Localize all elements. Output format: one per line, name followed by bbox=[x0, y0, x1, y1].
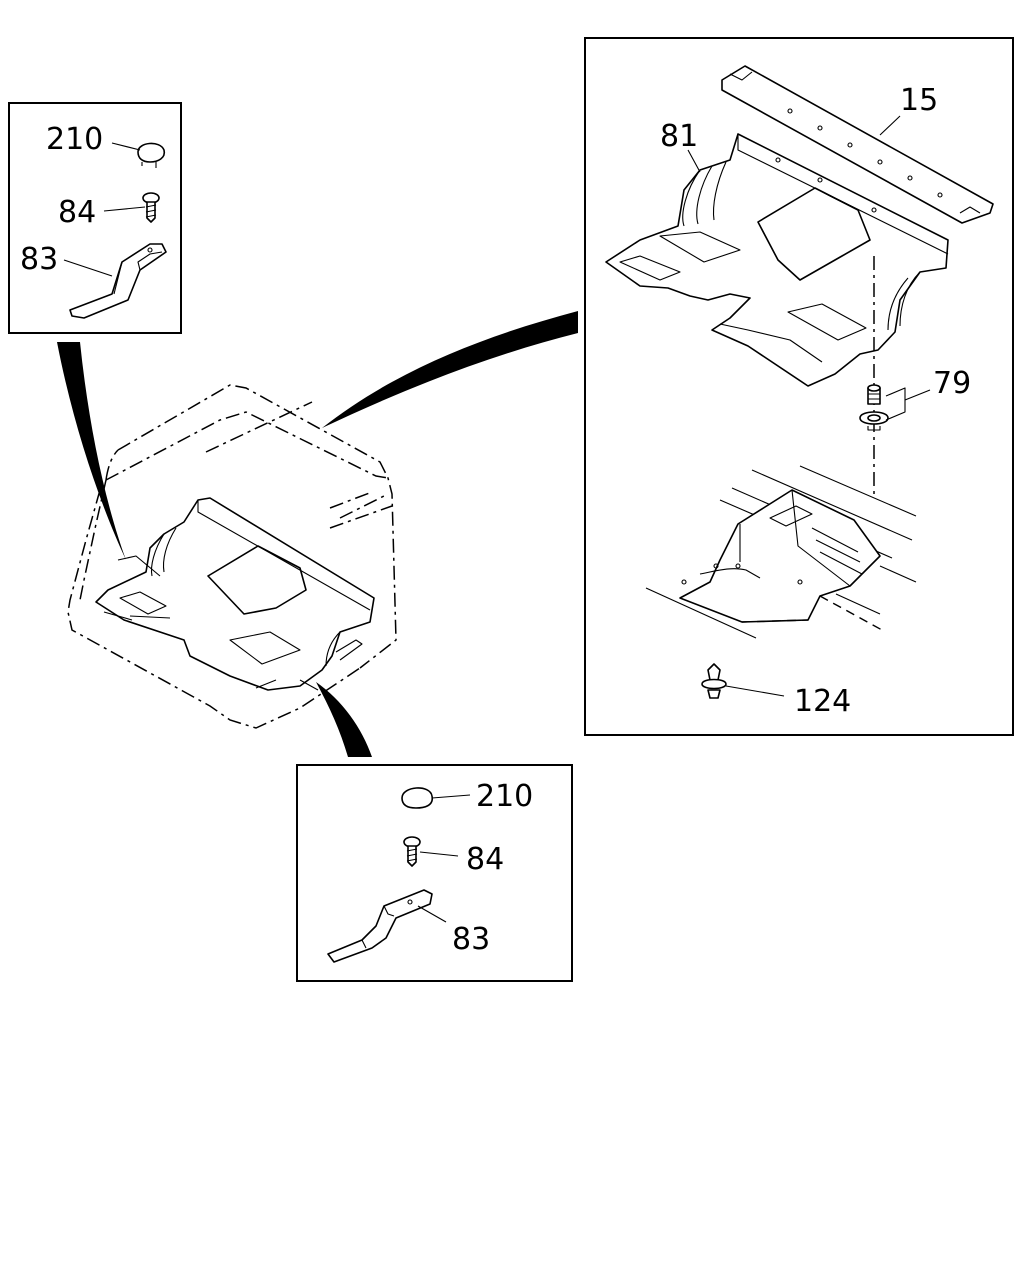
clip-124-part bbox=[701, 663, 727, 699]
callout-79: 79 bbox=[933, 366, 971, 401]
leader-line bbox=[111, 142, 141, 151]
leader-line bbox=[103, 206, 146, 212]
leader-line bbox=[879, 115, 901, 136]
connector-band-top-left bbox=[57, 342, 126, 560]
leader-line bbox=[687, 149, 701, 173]
connector-band-right bbox=[322, 311, 578, 428]
screw-84-part bbox=[403, 836, 421, 867]
cab-overview bbox=[67, 384, 397, 729]
floor-mat-81-part bbox=[605, 133, 949, 387]
leader-line bbox=[885, 387, 931, 421]
callout-15: 15 bbox=[900, 83, 938, 118]
leader-line bbox=[417, 905, 447, 923]
leader-line bbox=[431, 794, 471, 799]
panel-15-part bbox=[721, 65, 994, 224]
bracket-83-part bbox=[69, 243, 167, 319]
callout-81: 81 bbox=[660, 119, 698, 154]
cap-210-part bbox=[401, 787, 434, 809]
bracket-83-part bbox=[327, 889, 433, 963]
detail-box-top-left: 210 84 83 bbox=[8, 102, 182, 334]
detail-box-bottom: 210 84 83 bbox=[296, 764, 573, 982]
fastener-79-part bbox=[859, 384, 889, 431]
callout-84: 84 bbox=[58, 195, 96, 230]
callout-83-bottom: 83 bbox=[452, 922, 490, 957]
connector-band-bottom bbox=[316, 682, 372, 757]
detail-box-right: 15 81 bbox=[584, 37, 1014, 736]
callout-83: 83 bbox=[20, 242, 58, 277]
callout-124: 124 bbox=[794, 684, 851, 719]
leader-line bbox=[63, 259, 113, 277]
callout-84-bottom: 84 bbox=[466, 842, 504, 877]
leader-line bbox=[419, 851, 459, 857]
floor-frame bbox=[645, 465, 917, 639]
callout-210-bottom: 210 bbox=[476, 779, 533, 814]
hidden-edge bbox=[741, 595, 883, 631]
leader-line bbox=[725, 685, 785, 697]
cap-210-part bbox=[137, 142, 166, 168]
callout-210: 210 bbox=[46, 122, 103, 157]
screw-84-part bbox=[142, 192, 160, 223]
